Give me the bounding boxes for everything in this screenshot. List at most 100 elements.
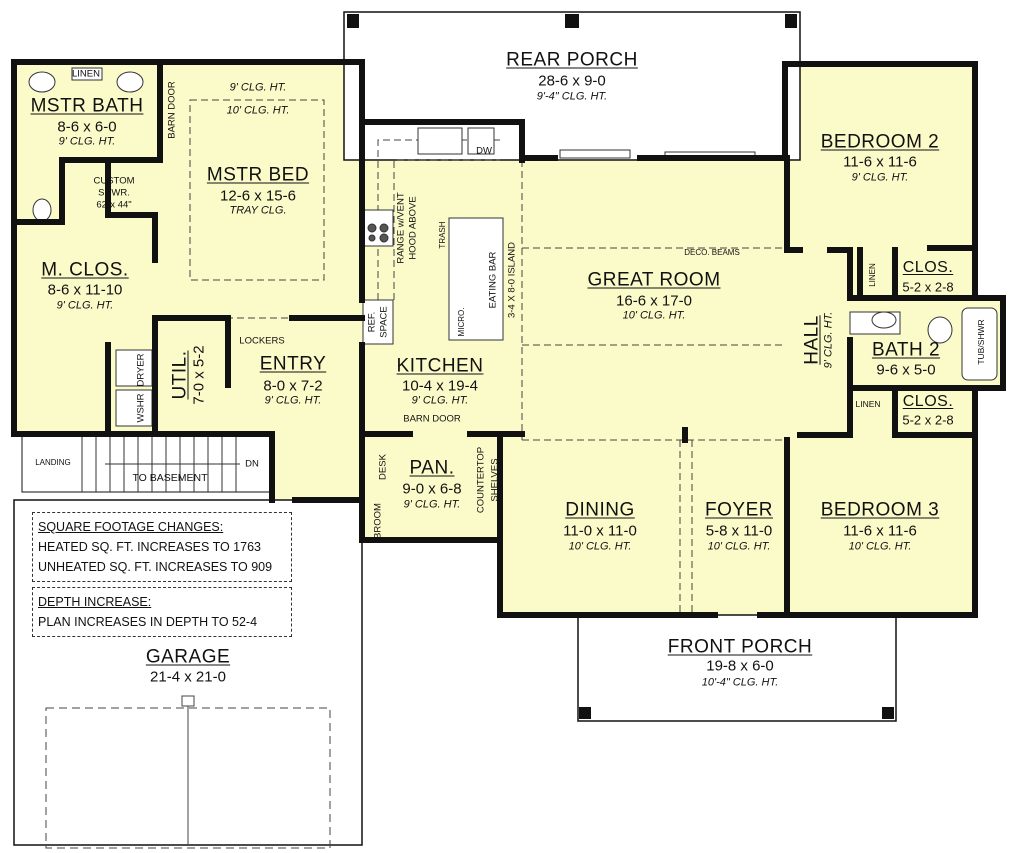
pantry-name: PAN. xyxy=(409,457,455,479)
space-label: SPACE xyxy=(378,306,390,338)
porch-post xyxy=(882,707,894,719)
entry-name: ENTRY xyxy=(259,353,327,375)
mstr-bath-linen: LINEN xyxy=(72,68,100,80)
tub-shower-label: TUB/SHWR xyxy=(975,319,986,365)
lockers-label: LOCKERS xyxy=(239,335,285,347)
bedroom3-ceiling: 10' CLG. HT. xyxy=(848,540,912,553)
to-basement-label: TO BASEMENT xyxy=(132,471,208,484)
front-porch-outline xyxy=(577,614,897,722)
unheated-sqft: UNHEATED SQ. FT. INCREASES TO 909 xyxy=(38,560,273,574)
porch-post xyxy=(565,14,579,28)
dining-floor xyxy=(500,435,530,615)
mstr-bed-ceiling-outer: 9' CLG. HT. xyxy=(229,81,287,94)
mstr-bed-size: 12-6 x 15-6 xyxy=(220,187,296,205)
util-size: 7-0 x 5-2 xyxy=(190,345,208,405)
lower-linen-label: LINEN xyxy=(855,398,881,409)
bedroom2-name: BEDROOM 2 xyxy=(820,131,940,153)
eating-bar-label: EATING BAR xyxy=(487,251,499,309)
kitchen-name: KITCHEN xyxy=(396,355,484,377)
depth-note: DEPTH INCREASE: PLAN INCREASES IN DEPTH … xyxy=(32,587,292,637)
garage-opener xyxy=(181,695,195,707)
island-label: 3-4 X 8-0 ISLAND xyxy=(506,241,518,319)
great-room-ceiling: 10' CLG. HT. xyxy=(622,309,686,322)
shelves-label: SHELVES xyxy=(489,458,501,502)
lower-clos-size: 5-2 x 2-8 xyxy=(902,412,954,428)
micro-label: MICRO. xyxy=(457,307,466,337)
dining-name: DINING xyxy=(565,499,635,521)
landing-label: LANDING xyxy=(35,458,71,467)
great-room-name: GREAT ROOM xyxy=(587,269,721,291)
garage-door-swing xyxy=(45,707,331,849)
depth-title: DEPTH INCREASE: xyxy=(38,595,152,609)
mstr-bed-ceiling-inner: 10' CLG. HT. xyxy=(226,104,290,117)
upper-linen-label: LINEN xyxy=(868,263,877,287)
ref-label: REF. xyxy=(366,311,378,333)
shower-label-3: 62"x 44" xyxy=(96,199,132,211)
m-clos-size: 8-6 x 11-10 xyxy=(47,281,123,299)
dining-ceiling: 10' CLG. HT. xyxy=(568,540,632,553)
dishwasher-label: DW xyxy=(476,145,492,157)
mstr-bed-name: MSTR BED xyxy=(206,164,310,186)
depth-text: PLAN INCREASES IN DEPTH TO 52-4 xyxy=(38,615,258,629)
garage-size: 21-4 x 21-0 xyxy=(150,668,226,686)
heated-sqft: HEATED SQ. FT. INCREASES TO 1763 xyxy=(38,540,261,554)
util-name: UTIL. xyxy=(169,350,191,400)
foyer-size: 5-8 x 11-0 xyxy=(705,522,773,540)
foyer-ceiling: 10' CLG. HT. xyxy=(707,540,771,553)
fixtures xyxy=(28,67,998,427)
washer-label: WSHR xyxy=(135,393,147,423)
hall-ceiling: 9' CLG. HT. xyxy=(822,311,835,369)
walls xyxy=(11,59,1006,618)
mstr-bath-name: MSTR BATH xyxy=(30,95,144,117)
entry-lower-floor xyxy=(272,434,362,500)
mstr-barn-door: BARN DOOR xyxy=(166,81,178,139)
entry-ceiling: 9' CLG. HT. xyxy=(264,394,322,407)
m-clos-name: M. CLOS. xyxy=(41,259,129,281)
countertop-label: COUNTERTOP xyxy=(475,446,487,514)
mstr-bath-ceiling: 9' CLG. HT. xyxy=(58,135,116,148)
bedroom3-name: BEDROOM 3 xyxy=(820,499,940,521)
pantry-size: 9-0 x 6-8 xyxy=(402,480,462,498)
porch-post xyxy=(579,707,591,719)
foyer-name: FOYER xyxy=(705,499,773,521)
square-footage-note: SQUARE FOOTAGE CHANGES: HEATED SQ. FT. I… xyxy=(32,512,292,582)
kitchen-ceiling: 9' CLG. HT. xyxy=(411,394,469,407)
rear-porch-size: 28-6 x 9-0 xyxy=(538,72,606,90)
garage-name: GARAGE xyxy=(145,646,231,668)
down-label: DN xyxy=(245,458,259,470)
front-porch-size: 19-8 x 6-0 xyxy=(706,657,774,675)
rear-porch-ceiling: 9'-4" CLG. HT. xyxy=(536,90,608,103)
porch-post xyxy=(347,14,359,28)
hall-name: HALL xyxy=(801,315,823,365)
kitchen-size: 10-4 x 19-4 xyxy=(402,377,478,395)
porch-post xyxy=(785,14,797,28)
deco-beams-label: DECO. BEAMS xyxy=(684,248,740,257)
range-label: RANGE w/VENT xyxy=(395,192,407,264)
bedroom3-size: 11-6 x 11-6 xyxy=(843,522,917,540)
lower-clos-name: CLOS. xyxy=(902,393,954,410)
m-clos-ceiling: 9' CLG. HT. xyxy=(56,299,114,312)
pantry-ceiling: 9' CLG. HT. xyxy=(403,498,461,511)
great-room-floor xyxy=(522,156,787,616)
bath2-size: 9-6 x 5-0 xyxy=(876,361,936,379)
bedroom2-ceiling: 9' CLG. HT. xyxy=(851,171,909,184)
shower-label-1: CUSTOM xyxy=(93,175,135,187)
bath2-name: BATH 2 xyxy=(871,339,941,361)
mstr-bath-size: 8-6 x 6-0 xyxy=(57,118,117,136)
sqft-title: SQUARE FOOTAGE CHANGES: xyxy=(38,520,224,534)
left-wing-floor xyxy=(14,62,362,434)
dining-size: 11-0 x 11-0 xyxy=(563,522,637,540)
shower-label-2: SHWR. xyxy=(98,187,130,199)
broom-label: BROOM xyxy=(372,503,384,539)
great-room-size: 16-6 x 17-0 xyxy=(616,292,692,310)
kitchen-barn-door: BARN DOOR xyxy=(403,413,461,425)
trash-label: TRASH xyxy=(438,221,447,249)
mstr-bed-ceiling: TRAY CLG. xyxy=(229,204,287,217)
hood-label: HOOD ABOVE xyxy=(407,196,419,260)
front-porch-name: FRONT PORCH xyxy=(667,636,813,658)
rear-porch-name: REAR PORCH xyxy=(506,49,638,71)
upper-clos-name: CLOS. xyxy=(902,259,954,276)
upper-clos-size: 5-2 x 2-8 xyxy=(902,279,954,295)
